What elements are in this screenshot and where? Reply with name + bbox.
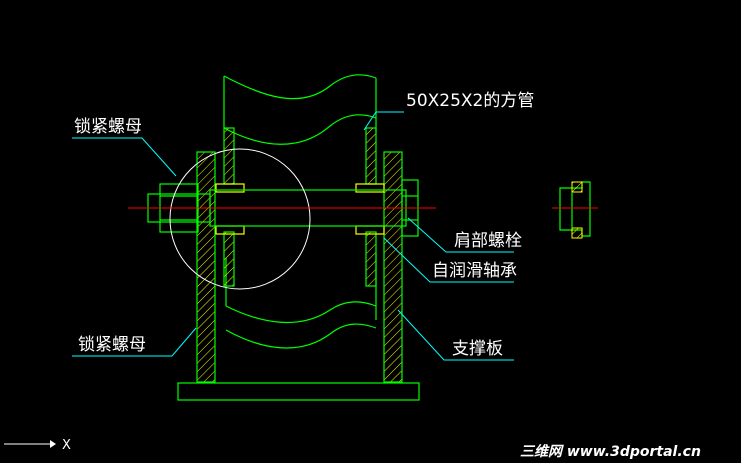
leaders	[72, 111, 514, 361]
tube-wall-right-bottom	[365, 231, 377, 287]
watermark: 三维网 www.3dportal.cn	[520, 443, 701, 460]
tube-wall-right-top	[365, 127, 377, 185]
label-lock-nut-bottom: 锁紧螺母	[78, 335, 146, 355]
tube-wall-left-bottom	[223, 231, 235, 287]
square-tube	[223, 74, 377, 349]
label-square-tube: 50X25X2的方管	[406, 91, 534, 111]
ucs-axis-icon	[4, 440, 56, 448]
detail-circle	[169, 148, 311, 290]
label-lock-nut-top: 锁紧螺母	[74, 117, 142, 137]
label-support-plate: 支撑板	[452, 339, 503, 359]
label-bearing: 自润滑轴承	[432, 261, 517, 281]
label-shoulder-bolt: 肩部螺栓	[454, 231, 522, 251]
axis-label: X	[62, 438, 71, 453]
bearing-detail-view	[552, 181, 598, 239]
support-plate-right	[383, 151, 403, 383]
tube-wall-left-top	[223, 127, 235, 185]
base-plate	[177, 382, 420, 401]
support-plate-left	[196, 151, 216, 383]
